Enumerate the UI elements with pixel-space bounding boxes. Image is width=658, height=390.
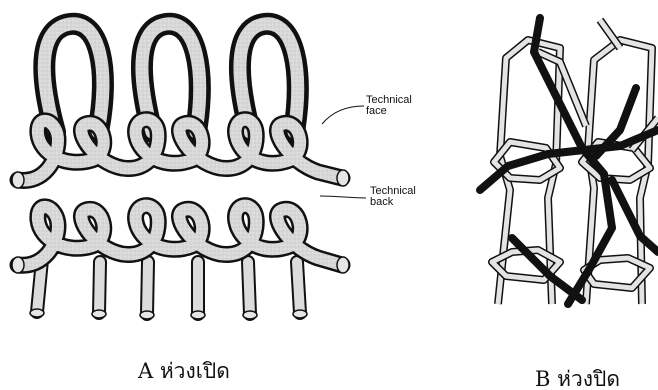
figure-b-closed-loop: B ห่วงปิด [480, 18, 658, 390]
label-technical-face: Technical face [366, 94, 415, 117]
figure-a-legs [30, 260, 307, 319]
leader-technical-face [322, 106, 364, 124]
figure-a-top-loops [44, 24, 297, 132]
label-technical-face-line2: face [366, 105, 387, 117]
figure-a-course-1 [12, 120, 349, 188]
leader-technical-back [320, 196, 366, 198]
figure-a-open-loop: Technical face Technical back A ห่วงเปิด [12, 24, 419, 383]
caption-a: A ห่วงเปิด [137, 359, 230, 383]
label-technical-back-line2: back [370, 196, 394, 208]
label-technical-back: Technical back [370, 185, 419, 208]
caption-b: B ห่วงปิด [535, 367, 620, 390]
